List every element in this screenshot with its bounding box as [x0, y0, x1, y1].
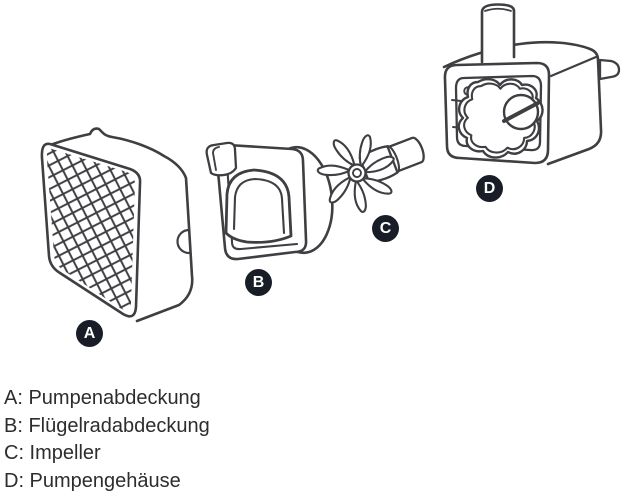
legend-item: A: Pumpenabdeckung [4, 387, 201, 409]
pump-housing-drawing [442, 3, 621, 166]
parts-legend: A: Pumpenabdeckung B: Flügelradabdeckung… [4, 385, 210, 494]
part-label-d: D [476, 175, 503, 202]
cover-dome [224, 168, 293, 244]
part-label-b: B [245, 269, 272, 296]
legend-item: D: Pumpengehäuse [4, 469, 181, 492]
pump-cover-drawing [40, 127, 194, 323]
legend-item: C: Impeller [4, 442, 101, 464]
part-label-c: C [372, 215, 399, 242]
impeller-drawing [315, 134, 425, 214]
screw-slot [502, 101, 540, 123]
legend-item: B: Flügelradabdeckung [4, 414, 210, 437]
cover-tab [205, 141, 238, 177]
outlet-stub [598, 58, 621, 81]
outlet-tube [482, 4, 514, 62]
impeller-cover-drawing [205, 141, 334, 261]
part-label-a: A [76, 320, 103, 347]
exploded-view-diagram [40, 3, 621, 323]
impeller-blades [315, 134, 396, 214]
cover-side-clip [176, 228, 191, 255]
